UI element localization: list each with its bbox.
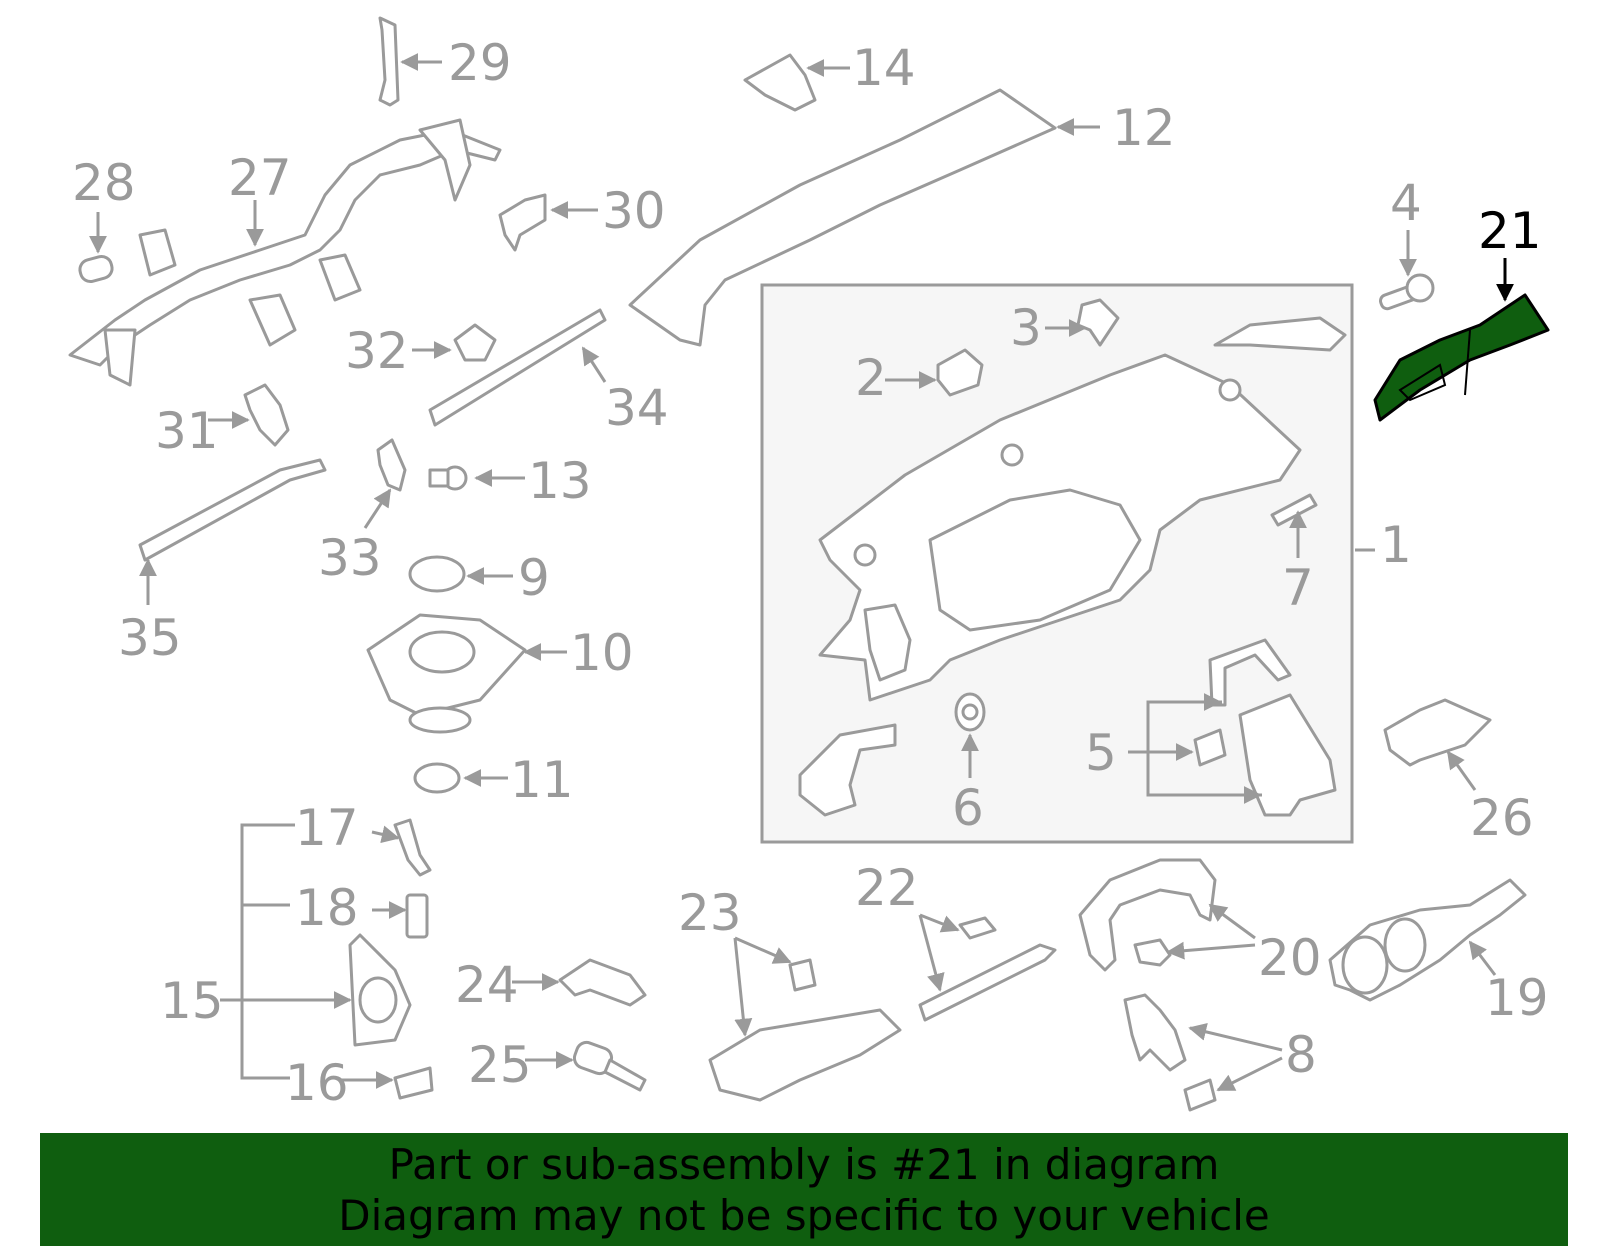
callout-13: 13 <box>528 452 592 510</box>
callout-31: 31 <box>155 402 219 460</box>
callout-6: 6 <box>952 779 984 837</box>
part-33-bracket[interactable] <box>376 438 407 492</box>
part-12-top-cover[interactable] <box>628 88 1057 347</box>
part-1-instrument-panel[interactable] <box>818 353 1302 702</box>
callout-2: 2 <box>855 349 887 407</box>
part-upper-vent-bracket[interactable] <box>1213 316 1347 352</box>
part-7-clip[interactable] <box>1270 493 1318 527</box>
part-22-trim-strip[interactable] <box>918 916 1057 1022</box>
callout-20: 20 <box>1258 929 1322 987</box>
part-lower-duct[interactable] <box>798 723 897 817</box>
part-17-wire-clip[interactable] <box>393 818 432 877</box>
part-29-bracket[interactable] <box>378 16 400 107</box>
callout-4: 4 <box>1390 174 1422 232</box>
leader-lines <box>89 53 1514 1092</box>
callout-16: 16 <box>285 1054 349 1112</box>
part-27-cross-car-beam[interactable] <box>68 118 502 387</box>
callout-18: 18 <box>295 879 359 937</box>
part-9-grille[interactable] <box>408 555 466 593</box>
callout-11: 11 <box>510 751 574 809</box>
banner-line-1: Part or sub-assembly is #21 in diagram <box>388 1139 1220 1189</box>
part-14-bracket[interactable] <box>743 53 817 112</box>
part-30-bracket[interactable] <box>498 193 547 252</box>
callout-19: 19 <box>1485 969 1549 1027</box>
part-4-bolt[interactable] <box>1379 273 1435 311</box>
callout-17: 17 <box>295 799 359 857</box>
part-19-instrument-cluster[interactable] <box>1328 878 1527 1002</box>
callout-7: 7 <box>1282 559 1314 617</box>
callout-25: 25 <box>468 1036 532 1094</box>
callout-29: 29 <box>448 34 512 92</box>
callout-32: 32 <box>345 322 409 380</box>
part-6-grommet[interactable] <box>954 692 986 732</box>
part-35-strip[interactable] <box>138 458 327 562</box>
callout-26: 26 <box>1470 789 1534 847</box>
part-28-bushing[interactable] <box>78 254 115 284</box>
part-2-clip[interactable] <box>936 348 984 397</box>
part-11-washer[interactable] <box>413 762 461 794</box>
part-18-clip[interactable] <box>405 893 429 939</box>
callout-15-bracket <box>240 823 295 1080</box>
callout-12: 12 <box>1112 99 1176 157</box>
callout-10: 10 <box>570 624 634 682</box>
part-26-duct[interactable] <box>1383 698 1492 767</box>
part-8-brackets[interactable] <box>1123 993 1217 1112</box>
part-21-trim-panel[interactable] <box>1373 293 1550 422</box>
banner-line-2: Diagram may not be specific to your vehi… <box>338 1190 1270 1240</box>
callout-27: 27 <box>228 149 292 207</box>
callout-33: 33 <box>318 529 382 587</box>
callout-1: 1 <box>1380 516 1412 574</box>
callout-22: 22 <box>855 859 919 917</box>
callout-14: 14 <box>852 39 916 97</box>
part-31-bracket[interactable] <box>243 383 290 447</box>
part-25-connector[interactable] <box>572 1040 647 1092</box>
callout-23: 23 <box>678 884 742 942</box>
callout-9: 9 <box>518 549 550 607</box>
callout-5: 5 <box>1085 724 1117 782</box>
callout-28: 28 <box>72 154 136 212</box>
callout-34: 34 <box>605 379 669 437</box>
part-10-speaker[interactable] <box>366 613 527 734</box>
part-24-bracket[interactable] <box>558 958 647 1007</box>
part-34-strip[interactable] <box>428 308 607 427</box>
part-23-console-bracket[interactable] <box>708 958 902 1102</box>
part-20-cluster-hood[interactable] <box>1078 858 1217 972</box>
part-16-clip[interactable] <box>393 1066 434 1100</box>
part-32-clip[interactable] <box>453 323 497 362</box>
callout-3: 3 <box>1010 299 1042 357</box>
part-15-tweeter-trim[interactable] <box>348 933 412 1047</box>
callout-24: 24 <box>455 956 519 1014</box>
part-13-fastener[interactable] <box>428 465 468 491</box>
callout-8: 8 <box>1285 1026 1317 1084</box>
callout-21: 21 <box>1478 202 1542 260</box>
info-banner: Part or sub-assembly is #21 in diagram D… <box>40 1133 1568 1246</box>
callout-30: 30 <box>602 182 666 240</box>
callout-15: 15 <box>160 972 224 1030</box>
callout-35: 35 <box>118 609 182 667</box>
